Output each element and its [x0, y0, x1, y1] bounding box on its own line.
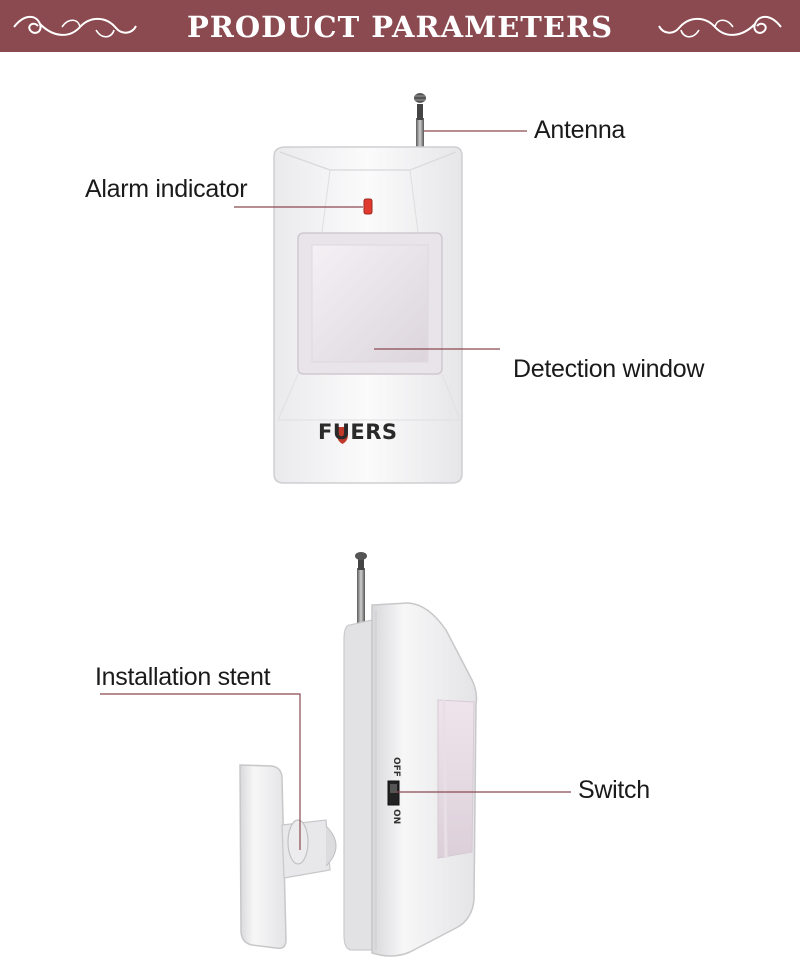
brand-shield-icon: [337, 427, 348, 444]
switch-on-label: ON: [391, 809, 401, 825]
brand-logo: FUERS: [318, 420, 398, 444]
antenna-side: [355, 552, 367, 628]
callout-detection-window: Detection window: [513, 355, 705, 383]
page-title: PRODUCT PARAMETERS: [186, 10, 614, 44]
antenna: [414, 93, 426, 152]
swirl-ornament-icon: [13, 15, 137, 38]
alarm-indicator-led: [363, 198, 373, 215]
switch-off-label: OFF: [391, 757, 401, 777]
header-banner: [0, 0, 800, 52]
callout-alarm-indicator: Alarm indicator: [85, 175, 248, 203]
callout-antenna: Antenna: [534, 116, 626, 144]
installation-stent: [239, 764, 287, 950]
callout-installation-stent: Installation stent: [95, 663, 271, 691]
sensor-side-body: [371, 602, 478, 957]
swirl-ornament-icon: [658, 15, 782, 38]
callout-switch: Switch: [578, 776, 650, 804]
